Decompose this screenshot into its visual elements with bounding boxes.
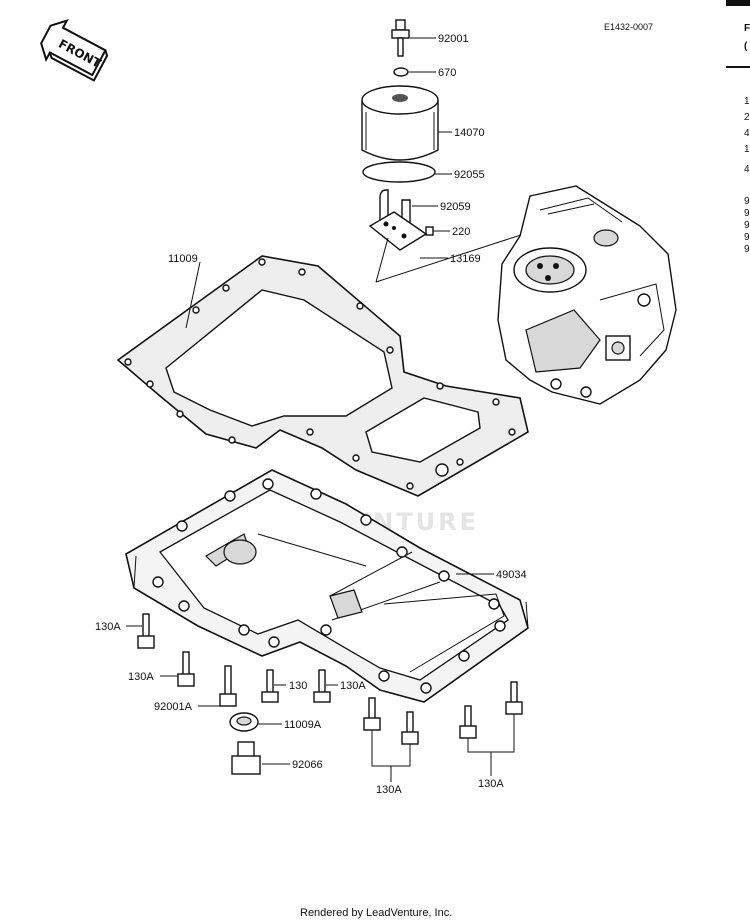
part-label-130a-3: 130A [340, 680, 366, 692]
part-label-220: 220 [452, 226, 470, 238]
svg-text:9: 9 [744, 220, 750, 231]
plate-13169-icon [368, 211, 428, 251]
bolt-130-icon [261, 669, 279, 703]
footer-credit: Rendered by LeadVenture, Inc. [300, 907, 452, 919]
svg-text:9: 9 [744, 232, 750, 243]
bolt-130a-icon [459, 681, 523, 739]
part-label-130a-4: 130A [376, 784, 402, 796]
part-label-49034: 49034 [496, 569, 527, 581]
svg-text:4: 4 [744, 128, 750, 139]
part-label-13169: 13169 [450, 253, 481, 265]
part-label-11009: 11009 [168, 253, 198, 265]
part-label-130: 130 [289, 680, 307, 692]
gasket-11009-icon [116, 255, 529, 497]
part-label-92055: 92055 [454, 169, 485, 181]
part-label-92059: 92059 [440, 201, 471, 213]
svg-text:1: 1 [744, 96, 750, 107]
edge-text: F ( 1 2 4 1 4 9 9 9 9 9 [726, 0, 750, 255]
bolt-92001a-icon [219, 665, 237, 707]
svg-text:2: 2 [744, 112, 750, 123]
svg-text:F: F [744, 23, 750, 34]
bolt-130a-icon [137, 613, 155, 649]
part-label-130a-1: 130A [95, 621, 121, 633]
part-label-11009a: 11009A [284, 719, 322, 731]
svg-text:9: 9 [744, 244, 750, 255]
diagram-code: E1432-0007 [604, 22, 653, 32]
bolt-130a-icon [313, 669, 331, 703]
part-label-670: 670 [438, 67, 456, 79]
bolt-92001-icon [391, 19, 410, 57]
bolt-130a-icon [363, 697, 419, 745]
part-label-14070: 14070 [454, 127, 485, 139]
screw-220-icon [425, 226, 450, 236]
engine-block-icon [497, 185, 677, 405]
svg-text:1: 1 [744, 144, 750, 155]
oil-filter-14070-icon [361, 85, 439, 161]
bolt-130a-icon [177, 651, 195, 687]
part-label-92001a: 92001A [154, 701, 193, 713]
svg-text:9: 9 [744, 196, 750, 207]
washer-11009a-icon [229, 712, 259, 732]
svg-text:9: 9 [744, 208, 750, 219]
part-label-130a-2: 130A [128, 671, 154, 683]
part-label-130a-5: 130A [478, 778, 504, 790]
front-arrow-icon: FRONT [40, 19, 109, 82]
drain-plug-92066-icon [231, 741, 261, 775]
o-ring-92055-icon [362, 161, 436, 183]
part-label-92001: 92001 [438, 33, 469, 45]
washer-670-icon [393, 67, 409, 77]
svg-text:(: ( [744, 41, 748, 52]
svg-text:4: 4 [744, 164, 750, 175]
part-label-92066: 92066 [292, 759, 323, 771]
oil-pan-49034-icon [125, 469, 529, 703]
